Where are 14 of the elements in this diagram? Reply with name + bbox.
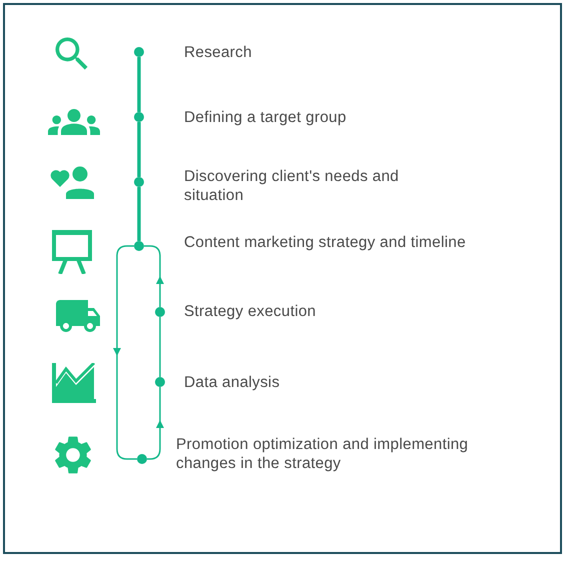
connector-line [137, 57, 141, 112]
step-label: Defining a target group [184, 108, 348, 127]
arrow [147, 387, 164, 460]
step-label: Strategy execution [184, 302, 317, 321]
connector-line [137, 122, 141, 177]
connector-line [159, 317, 161, 377]
step-label: Research [184, 43, 253, 62]
connector-line [137, 187, 141, 241]
step-label: Promotion optimization and implementing changes in the strategy [176, 435, 470, 473]
arrow [113, 245, 137, 460]
step-label: Data analysis [184, 373, 281, 392]
step-label: Content marketing strategy and timeline [184, 233, 467, 252]
step-label: Discovering client's needs and situation [184, 167, 400, 205]
arrow [144, 245, 164, 307]
